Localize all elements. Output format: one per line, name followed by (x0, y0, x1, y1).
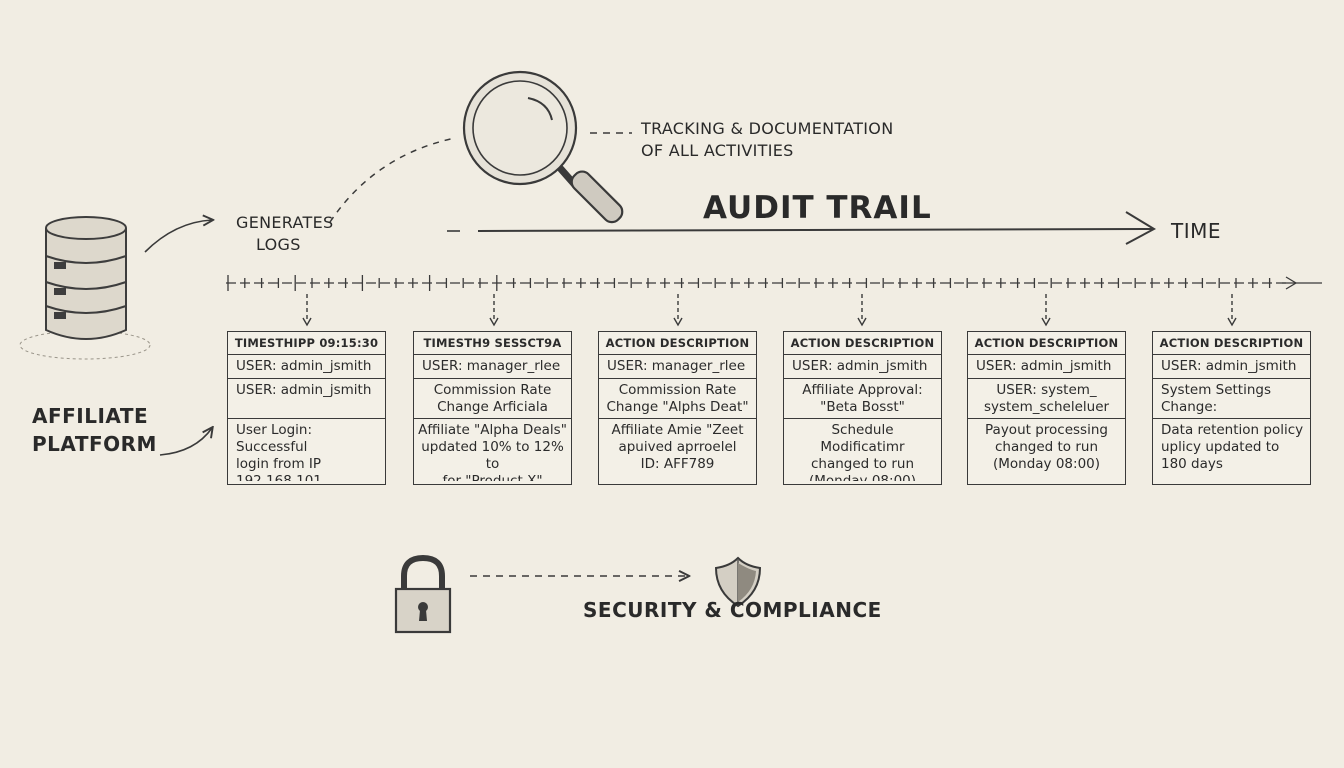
log-card-user: USER: admin_jsmith (228, 355, 385, 379)
time-axis-label: TIME (1171, 219, 1222, 243)
log-card-header: ACTION DESCRIPTION (968, 332, 1125, 355)
affiliate-platform-label: AFFILIATE PLATFORM (32, 402, 157, 458)
log-card-action: Commission Rate Change "Alphs Deat" (599, 379, 756, 419)
log-card-header: TIMESTHIPP 09:15:30 (228, 332, 385, 355)
generates-logs-label: GENERATES LOGS (236, 212, 334, 256)
timeline-ruler (226, 275, 1322, 291)
logs-to-magnifier-curve (329, 137, 456, 223)
log-card-user: USER: admin_jsmith (1153, 355, 1310, 379)
connector-arrow-head (302, 317, 312, 327)
log-card-details: Payout processing changed to run (Monday… (985, 422, 1108, 472)
log-card-details: Affiliate "Alpha Deals" updated 10% to 1… (418, 422, 567, 481)
shield-icon (714, 556, 762, 608)
annotation-line-1: TRACKING & DOCUMENTATION (641, 119, 894, 138)
log-card-details: Data retention policy uplicy updated to … (1161, 422, 1304, 472)
log-card-header: ACTION DESCRIPTION (599, 332, 756, 355)
log-card-action: System Settings Change: (1153, 379, 1310, 419)
log-card-user: USER: manager_rlee (599, 355, 756, 379)
log-card-header: ACTION DESCRIPTION (1153, 332, 1310, 355)
log-card: ACTION DESCRIPTION USER: admin_jsmith Sy… (1152, 331, 1311, 485)
connector-arrow-head (489, 317, 499, 327)
annotation-line-2: OF ALL ACTIVITIES (641, 141, 794, 160)
log-card: ACTION DESCRIPTION USER: admin_jsmith Af… (783, 331, 942, 485)
generates-line-2: LOGS (256, 235, 301, 254)
log-card-user: USER: admin_jsmith (784, 355, 941, 379)
database-to-logs-arrow (144, 220, 212, 253)
platform-line-2: PLATFORM (32, 432, 157, 456)
diagram-title: AUDIT TRAIL (703, 190, 932, 226)
log-card: ACTION DESCRIPTION USER: manager_rlee Co… (598, 331, 757, 485)
time-arrow-head (1125, 211, 1157, 245)
padlock-icon (394, 554, 452, 634)
log-card-action: Affiliate Approval: "Beta Bosst" (784, 379, 941, 419)
log-card-details: User Login: Successful login from IP 192… (236, 422, 322, 481)
log-card-action: USER: admin_jsmith (228, 379, 385, 419)
log-card-header: TIMESTH9 SESSCT9A (414, 332, 571, 355)
log-card: TIMESTHIPP 09:15:30 USER: admin_jsmith U… (227, 331, 386, 485)
log-card-details: Affiliate Amie "Zeet apuived aprroelel I… (611, 422, 744, 472)
log-card-action: USER: system_ system_scheleluer (968, 379, 1125, 419)
platform-to-cards-arrow (159, 428, 212, 456)
timeline-connectors (302, 294, 1237, 327)
log-card-user: USER: admin_jsmith (968, 355, 1125, 379)
connector-arrow-head (1227, 317, 1237, 327)
annotation-text: TRACKING & DOCUMENTATION OF ALL ACTIVITI… (641, 118, 893, 162)
security-compliance-label: SECURITY & COMPLIANCE (583, 598, 882, 622)
connector-arrow-head (673, 317, 683, 327)
platform-line-1: AFFILIATE (32, 404, 149, 428)
log-card: ACTION DESCRIPTION USER: admin_jsmith US… (967, 331, 1126, 485)
log-card: TIMESTH9 SESSCT9A USER: manager_rlee Com… (413, 331, 572, 485)
log-card-action: Commission Rate Change Arficiala (414, 379, 571, 419)
log-card-header: ACTION DESCRIPTION (784, 332, 941, 355)
generates-line-1: GENERATES (236, 213, 334, 232)
log-card-user: USER: manager_rlee (414, 355, 571, 379)
time-arrow (477, 228, 1153, 232)
connector-arrow-head (1041, 317, 1051, 327)
magnifying-glass-icon (462, 70, 624, 224)
database-icon (19, 216, 151, 360)
connector-arrow-head (857, 317, 867, 327)
log-card-details: Schedule Modificatimr changed to run (Mo… (808, 422, 917, 481)
